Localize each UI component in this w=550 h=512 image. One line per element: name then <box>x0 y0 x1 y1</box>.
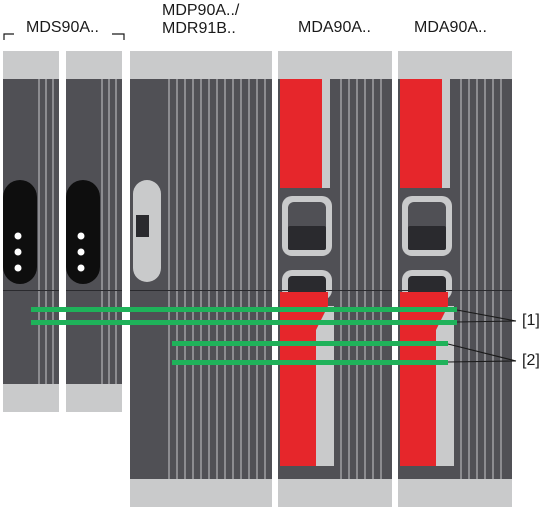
label-mdp-line2: MDR91B.. <box>162 20 236 37</box>
label-mda-2: MDA90A.. <box>414 19 487 36</box>
busbar-1-upper <box>31 307 457 312</box>
busbar-2-lower <box>172 360 448 365</box>
label-mda-1: MDA90A.. <box>298 19 371 36</box>
label-mdp-line1: MDP90A../ <box>162 2 240 19</box>
busbar-2-upper <box>172 341 448 346</box>
module-mdp <box>130 51 272 507</box>
leader-lines <box>447 309 517 363</box>
label-mds: MDS90A.. <box>26 19 99 36</box>
callout-2: [2] <box>522 352 540 369</box>
module-mda-1 <box>278 51 392 507</box>
module-mds-1 <box>3 51 59 412</box>
busbar-group-2 <box>172 341 448 365</box>
module-mds-2 <box>66 51 122 412</box>
busbar-1-lower <box>31 320 457 325</box>
callout-1: [1] <box>522 312 540 329</box>
display-slot-mds-1 <box>3 180 37 284</box>
busbar-group-1 <box>31 307 457 325</box>
display-slot-mds-2 <box>66 180 100 284</box>
module-mda-2 <box>398 51 512 507</box>
mds-group-bracket <box>3 33 125 40</box>
